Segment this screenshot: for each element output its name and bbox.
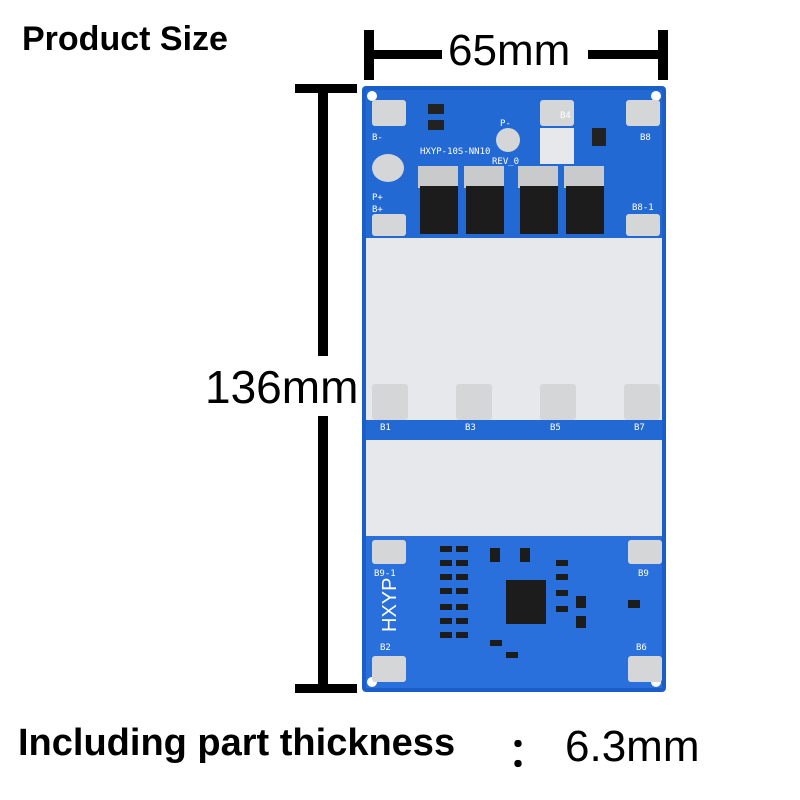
mosfet-row: [418, 166, 604, 234]
mosfet: [466, 186, 504, 234]
mosfet: [566, 186, 604, 234]
pad-b-plus: [372, 214, 406, 236]
pad-b3: [456, 384, 492, 420]
pad-b7: [624, 384, 660, 420]
label-b4: B4: [560, 111, 571, 121]
mosfet: [520, 186, 558, 234]
pad-b6: [628, 656, 662, 682]
label-b1: B1: [380, 423, 391, 433]
rev-silkscreen: REV_0: [492, 157, 519, 167]
label-b-plus: B+: [372, 205, 383, 215]
label-b9: B9: [638, 569, 649, 579]
label-b7: B7: [634, 423, 645, 433]
label-p-plus: P+: [372, 193, 383, 203]
pcb-board: [362, 86, 666, 692]
pad-b2: [372, 656, 406, 682]
mosfet: [420, 186, 458, 234]
thickness-value: 6.3mm: [565, 722, 700, 771]
height-label: 136mm: [205, 361, 359, 413]
label-b6: B6: [636, 643, 647, 653]
pad-b8-1: [626, 214, 660, 236]
pad-b4: [540, 100, 574, 126]
page-title: Product Size: [22, 20, 228, 58]
pad-b9-1: [372, 540, 406, 564]
copper-area: [366, 238, 662, 536]
width-dimension: [364, 30, 668, 80]
width-label: 65mm: [448, 26, 571, 75]
label-b5: B5: [550, 423, 561, 433]
pad-b9: [628, 540, 662, 564]
label-b2: B2: [380, 643, 391, 653]
brand-silkscreen: HXYP: [379, 578, 401, 632]
ic-chip: [506, 580, 546, 624]
pad-p-minus: [496, 128, 520, 152]
label-b-minus: B-: [372, 133, 383, 143]
pad-b5: [540, 384, 576, 420]
label-b3: B3: [465, 423, 476, 433]
thickness-label: Including part thickness: [18, 722, 456, 764]
label-b8-1: B8-1: [632, 203, 654, 213]
pad-b-minus: [372, 100, 406, 126]
thickness-separator: ：: [508, 731, 548, 775]
label-b9-1: B9-1: [374, 569, 396, 579]
silkscreen: HXYP-10S-NN10 REV_0 B1 B3 B5 B7 B2 B6 B-…: [372, 111, 654, 653]
pad-b1: [372, 384, 408, 420]
label-p-minus: P-: [500, 119, 511, 129]
height-dimension: [295, 84, 357, 693]
model-silkscreen: HXYP-10S-NN10: [420, 147, 490, 157]
label-b8: B8: [640, 133, 651, 143]
pad-p-plus: [372, 154, 404, 182]
pad-b8: [626, 100, 660, 126]
